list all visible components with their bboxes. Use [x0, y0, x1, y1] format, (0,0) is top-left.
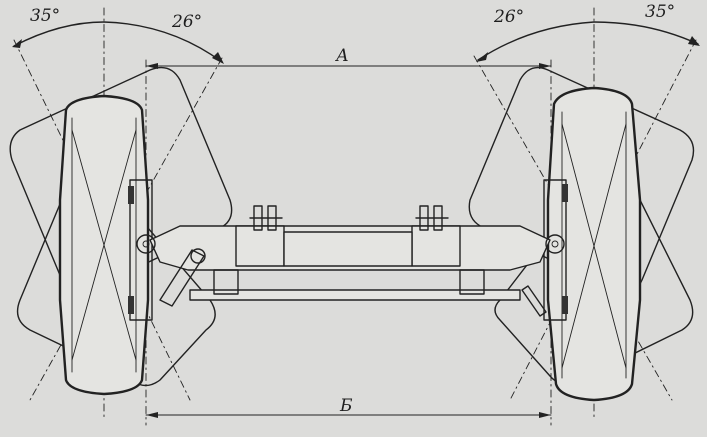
right-kingpin	[545, 234, 565, 254]
angle-inner-left-label: 26°	[172, 12, 203, 32]
left-hub-dark-top	[128, 186, 134, 204]
dimension-bottom-arrow-right	[539, 412, 551, 418]
angle-outer-left-label: 35°	[30, 6, 61, 26]
right-inner-angle-arc	[477, 21, 595, 61]
left-steering-arm	[159, 248, 206, 307]
left-inner-angle-arc	[103, 21, 223, 63]
dimension-top-arrow-left	[146, 63, 158, 69]
left-inner-arc-arrow	[212, 52, 224, 64]
right-outer-arc-arrow	[688, 36, 700, 46]
left-kingpin	[136, 234, 156, 254]
angle-inner-right-label: 26°	[494, 7, 525, 27]
left-outer-angle-arc	[13, 21, 105, 47]
dimension-bottom-arrow-left	[146, 412, 158, 418]
left-spring-bracket	[249, 205, 283, 231]
angle-outer-right-label: 35°	[645, 2, 676, 22]
right-wheel	[546, 86, 642, 402]
right-wheel-turned-inner	[468, 66, 695, 294]
axle-beam	[149, 225, 551, 271]
right-spring-bracket	[415, 205, 449, 231]
dimension-bottom-label: Б	[340, 396, 353, 416]
left-outer-arc-arrow	[12, 39, 22, 48]
left-wheel	[58, 94, 150, 396]
dimension-top-label: А	[336, 46, 349, 66]
right-inner-arc-arrow	[476, 52, 488, 62]
left-hub-dark-bottom	[128, 296, 134, 314]
right-hub-dark-top	[562, 184, 568, 202]
right-outer-angle-arc	[593, 21, 699, 45]
tie-rod	[189, 269, 521, 301]
right-hub-dark-bottom	[562, 296, 568, 314]
right-steering-arm	[521, 285, 547, 317]
